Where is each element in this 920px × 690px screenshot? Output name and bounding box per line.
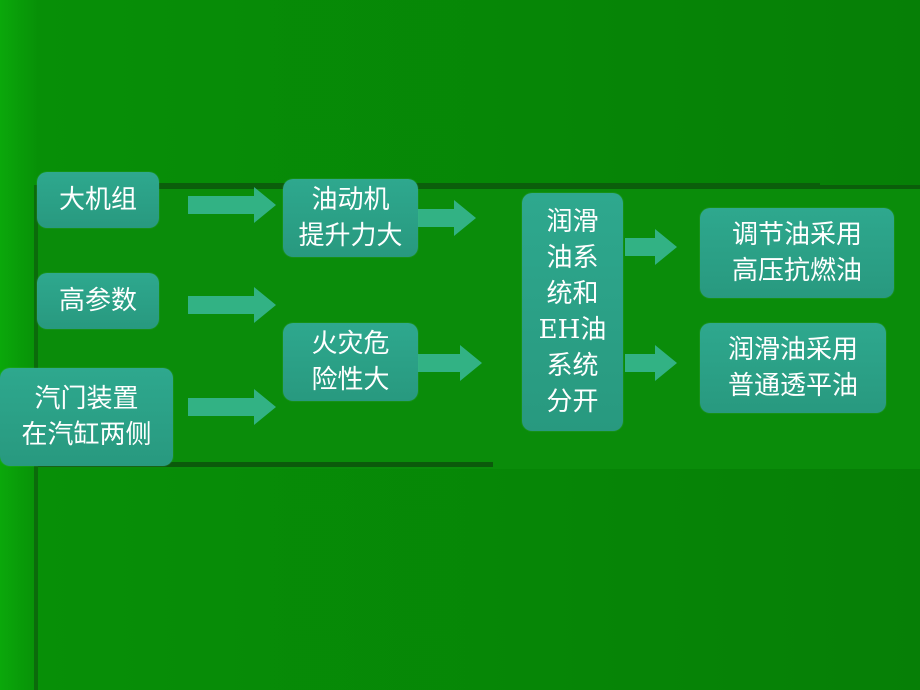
node-high-parameters: 高参数	[37, 273, 159, 329]
node-lube-oil: 润滑油采用 普通透平油	[700, 323, 886, 413]
background-top-line	[90, 183, 820, 188]
arrow-right-icon	[625, 229, 677, 265]
node-valve-arrangement: 汽门装置 在汽缸两侧	[0, 368, 173, 466]
node-large-unit: 大机组	[37, 172, 159, 228]
background-bottom-line	[38, 462, 493, 467]
node-fire-risk: 火灾危 险性大	[283, 323, 418, 401]
node-separate-systems: 润滑 油系 统和 EH油 系统 分开	[522, 193, 623, 431]
arrow-right-icon	[188, 187, 276, 223]
arrow-right-icon	[625, 345, 677, 381]
node-control-oil: 调节油采用 高压抗燃油	[700, 208, 894, 298]
arrow-right-icon	[188, 389, 276, 425]
arrow-right-icon	[188, 287, 276, 323]
arrow-right-icon	[418, 345, 482, 381]
node-servomotor-force: 油动机 提升力大	[283, 179, 418, 257]
arrow-right-icon	[418, 200, 476, 236]
